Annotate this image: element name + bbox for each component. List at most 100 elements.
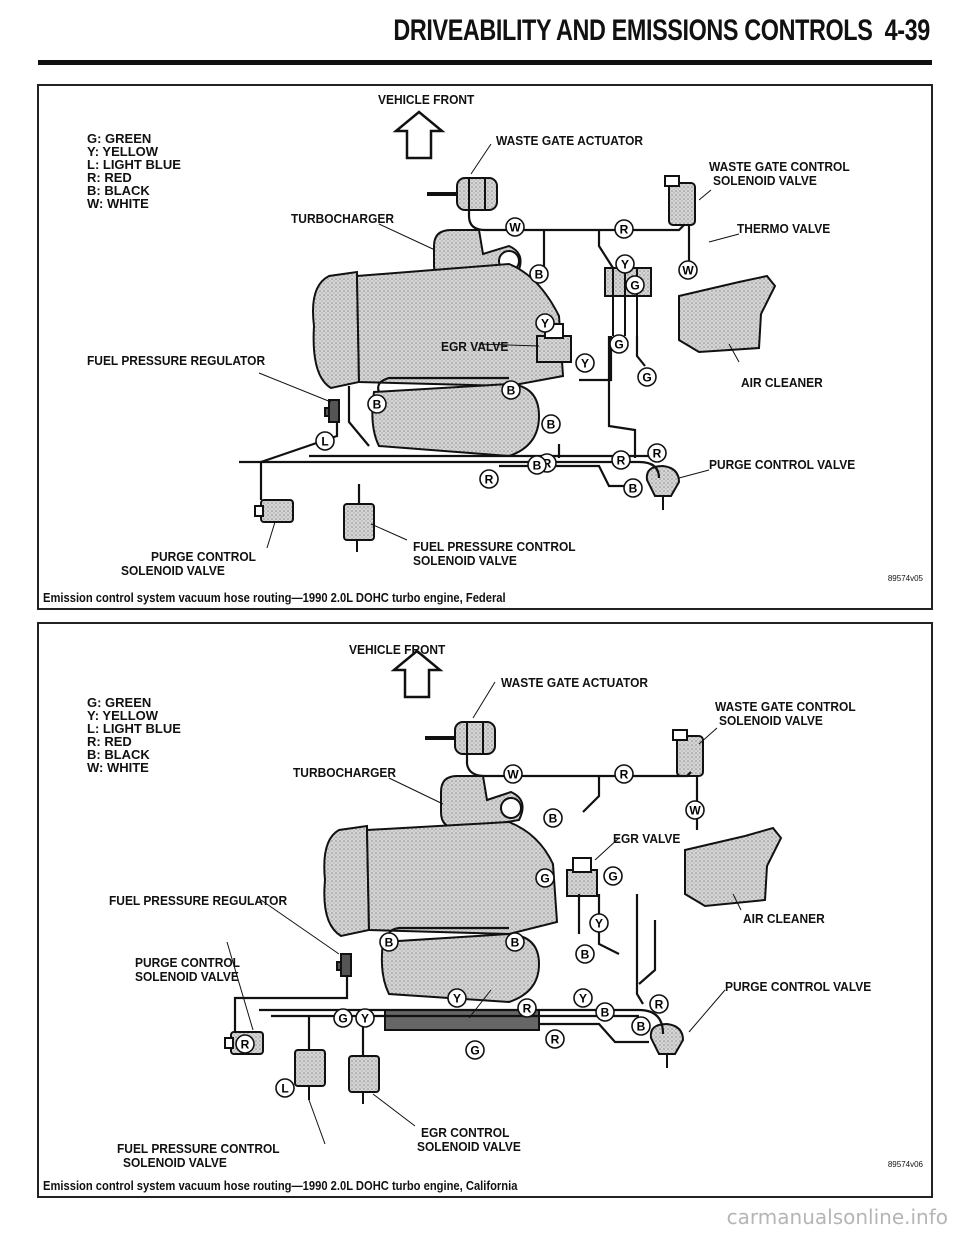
hose-color-letter: R bbox=[551, 1033, 560, 1047]
hose-color-marker: L bbox=[315, 431, 335, 451]
hose-color-marker: W bbox=[685, 800, 705, 820]
hose-color-marker: B bbox=[543, 808, 563, 828]
page-title: DRIVEABILITY AND EMISSIONS CONTROLS 4-39 bbox=[393, 14, 930, 48]
hose-color-letter: R bbox=[620, 223, 629, 237]
purge-control-valve-label: PURGE CONTROL VALVE bbox=[725, 979, 872, 994]
hose-color-marker: Y bbox=[589, 913, 609, 933]
egr-valve-label: EGR VALVE bbox=[613, 831, 681, 846]
figure-code: 89574v06 bbox=[887, 1160, 923, 1169]
vehicle-front-arrow-icon bbox=[390, 649, 444, 699]
intake-manifold bbox=[323, 820, 559, 1031]
air-cleaner-label: AIR CLEANER bbox=[743, 911, 825, 926]
hose-color-letter: B bbox=[601, 1006, 610, 1020]
turbocharger-label: TURBOCHARGER bbox=[291, 211, 394, 226]
hose-color-letter: B bbox=[581, 948, 590, 962]
purge-control-valve-label: PURGE CONTROL VALVE bbox=[709, 457, 856, 472]
figure-caption: Emission control system vacuum hose rout… bbox=[43, 1178, 518, 1193]
hose-color-letter: L bbox=[281, 1082, 288, 1096]
hose-color-letter: W bbox=[682, 264, 694, 278]
hose-color-letter: R bbox=[617, 454, 626, 468]
legend-item: R: RED bbox=[87, 170, 132, 185]
fuel-pressure-control-solenoid bbox=[343, 503, 375, 552]
hose-color-marker: G bbox=[637, 367, 657, 387]
purge-solenoid-label: SOLENOID VALVE bbox=[121, 563, 225, 578]
hose-color-letter: B bbox=[507, 384, 516, 398]
hose-color-marker: G bbox=[603, 866, 623, 886]
hose-color-letter: B bbox=[533, 459, 542, 473]
waste-gate-solenoid-label: SOLENOID VALVE bbox=[719, 713, 823, 728]
hose-color-marker: Y bbox=[615, 254, 635, 274]
hose-color-letter: R bbox=[653, 447, 662, 461]
waste-gate-actuator bbox=[427, 177, 498, 211]
hose-color-marker: W bbox=[503, 764, 523, 784]
hose-color-letter: B bbox=[535, 268, 544, 282]
hose-color-letter: G bbox=[614, 338, 623, 352]
intake-manifold bbox=[312, 262, 565, 458]
color-legend: G: GREEN Y: YELLOW L: LIGHT BLUE R: RED … bbox=[87, 696, 181, 774]
hose-color-letter: B bbox=[511, 936, 520, 950]
hose-color-marker: Y bbox=[573, 988, 593, 1008]
hose-color-marker: R bbox=[649, 994, 669, 1014]
hose-color-letter: B bbox=[385, 936, 394, 950]
hose-color-letter: R bbox=[620, 768, 629, 782]
legend-item: G: GREEN bbox=[87, 131, 152, 146]
hose-color-marker: B bbox=[623, 478, 643, 498]
hose-color-marker: B bbox=[595, 1002, 615, 1022]
hose-color-letter: G bbox=[470, 1044, 479, 1058]
egr-valve bbox=[536, 323, 572, 363]
hose-color-letter: W bbox=[509, 221, 521, 235]
hose-color-letter: G bbox=[630, 279, 639, 293]
hose-color-marker: G bbox=[465, 1040, 485, 1060]
hose-color-letter: B bbox=[629, 482, 638, 496]
waste-gate-control-solenoid bbox=[664, 175, 696, 226]
hose-color-letter: B bbox=[549, 812, 558, 826]
hose-color-marker: L bbox=[275, 1078, 295, 1098]
fuel-pressure-regulator-label: FUEL PRESSURE REGULATOR bbox=[87, 353, 266, 368]
hose-color-marker: Y bbox=[535, 313, 555, 333]
hose-color-marker: G bbox=[333, 1008, 353, 1028]
color-legend: G: GREEN Y: YELLOW L: LIGHT BLUE R: RED … bbox=[87, 132, 181, 210]
hose-color-marker: R bbox=[479, 469, 499, 489]
page-header: DRIVEABILITY AND EMISSIONS CONTROLS 4-39 bbox=[0, 0, 960, 65]
hose-color-letter: G bbox=[540, 872, 549, 886]
hose-color-letter: G bbox=[608, 870, 617, 884]
vacuum-hoses bbox=[233, 754, 699, 1056]
fuel-pressure-control-label: FUEL PRESSURE CONTROL bbox=[413, 539, 576, 554]
air-cleaner bbox=[678, 274, 777, 354]
hose-color-marker: Y bbox=[447, 988, 467, 1008]
section-title: DRIVEABILITY AND EMISSIONS CONTROLS bbox=[393, 14, 873, 47]
purge-control-valve bbox=[649, 1022, 685, 1068]
waste-gate-actuator bbox=[425, 721, 496, 755]
hose-color-marker: B bbox=[631, 1016, 651, 1036]
hose-color-marker: G bbox=[609, 334, 629, 354]
hose-color-marker: G bbox=[535, 868, 555, 888]
egr-valve-label: EGR VALVE bbox=[441, 339, 509, 354]
fuel-pressure-solenoid-label: SOLENOID VALVE bbox=[123, 1155, 227, 1170]
egr-valve bbox=[566, 857, 598, 897]
hose-color-letter: B bbox=[373, 398, 382, 412]
legend-item: B: BLACK bbox=[87, 747, 150, 762]
purge-control-valve bbox=[645, 464, 681, 510]
hose-color-marker: B bbox=[527, 455, 547, 475]
leader-lines bbox=[226, 681, 742, 1145]
waste-gate-actuator-label: WASTE GATE ACTUATOR bbox=[501, 675, 649, 690]
legend-item: Y: YELLOW bbox=[87, 708, 159, 723]
thermo-valve-label: THERMO VALVE bbox=[737, 221, 831, 236]
waste-gate-solenoid-label: SOLENOID VALVE bbox=[713, 173, 817, 188]
hose-color-letter: Y bbox=[595, 917, 603, 931]
fuel-pressure-solenoid-label: SOLENOID VALVE bbox=[413, 553, 517, 568]
purge-control-label: PURGE CONTROL bbox=[135, 955, 240, 970]
hose-color-letter: Y bbox=[621, 258, 629, 272]
purge-control-label: PURGE CONTROL bbox=[151, 549, 256, 564]
legend-item: B: BLACK bbox=[87, 183, 150, 198]
hose-color-marker: R bbox=[545, 1029, 565, 1049]
legend-item: W: WHITE bbox=[87, 760, 149, 775]
air-cleaner-label: AIR CLEANER bbox=[741, 375, 823, 390]
hose-color-marker: R bbox=[517, 998, 537, 1018]
hose-color-letter: R bbox=[523, 1002, 532, 1016]
hose-color-marker: W bbox=[678, 260, 698, 280]
legend-item: Y: YELLOW bbox=[87, 144, 159, 159]
